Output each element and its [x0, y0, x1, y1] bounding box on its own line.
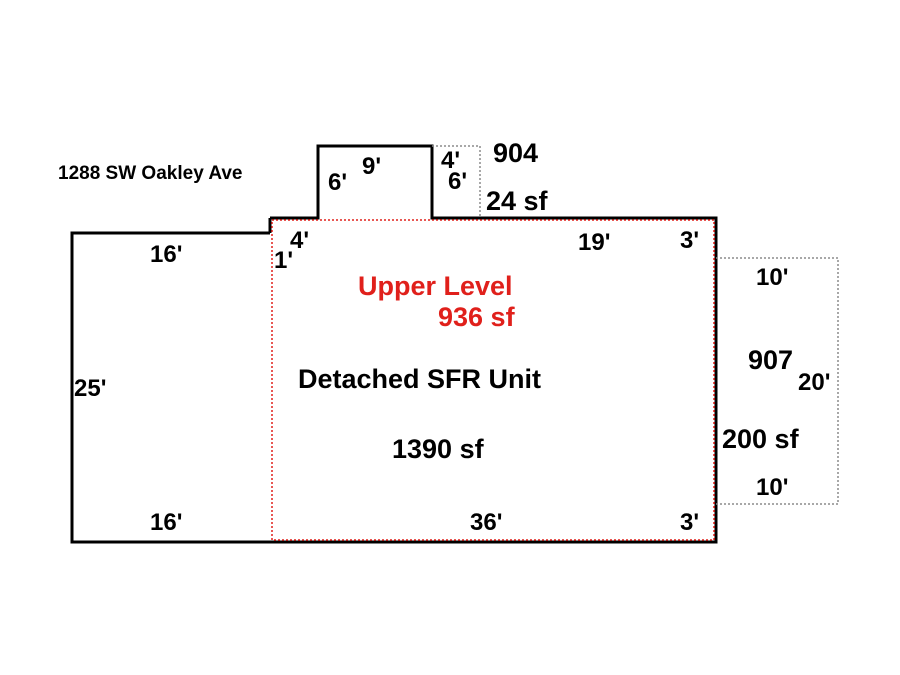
dimension-bump-out-width: 9': [362, 153, 381, 180]
dimension-left-wing-bottom: 16': [150, 509, 182, 536]
dimension-bottom-corner: 3': [680, 509, 699, 536]
dimension-top-corner: 3': [680, 227, 699, 254]
addition-907-outline: [716, 257, 839, 505]
addition-904-outline: [432, 145, 481, 218]
main-unit-area: 1390 sf: [392, 434, 485, 464]
dimension-left-wing-side: 25': [74, 375, 106, 402]
addition-907-area: 200 sf: [722, 424, 800, 454]
main-unit-title: Detached SFR Unit: [298, 364, 541, 394]
dimension-addition-904-width: 4': [441, 147, 460, 174]
addition-904-id: 904: [493, 138, 538, 168]
address-label: 1288 SW Oakley Ave: [58, 163, 242, 184]
addition-904-area: 24 sf: [486, 186, 549, 216]
left-wing-outline: [70, 231, 270, 544]
main-unit-wall: [270, 144, 718, 544]
dimension-addition-907-bottom: 10': [756, 474, 788, 501]
upper-level-area: 936 sf: [438, 302, 516, 332]
dimension-step-width: 4': [290, 227, 309, 254]
dimension-step-height: 1': [274, 247, 293, 274]
dimension-left-wing-top: 16': [150, 241, 182, 268]
upper-level-title: Upper Level: [358, 271, 513, 301]
dimension-addition-907-side: 20': [798, 369, 830, 396]
dimension-top-right: 19': [578, 229, 610, 256]
dimension-addition-904-depth: 6': [448, 168, 467, 195]
addition-907-id: 907: [748, 345, 793, 375]
dimension-bottom-main: 36': [470, 509, 502, 536]
dimension-bump-out-depth: 6': [328, 169, 347, 196]
upper-level-outline: [271, 219, 715, 541]
dimension-addition-907-top: 10': [756, 264, 788, 291]
